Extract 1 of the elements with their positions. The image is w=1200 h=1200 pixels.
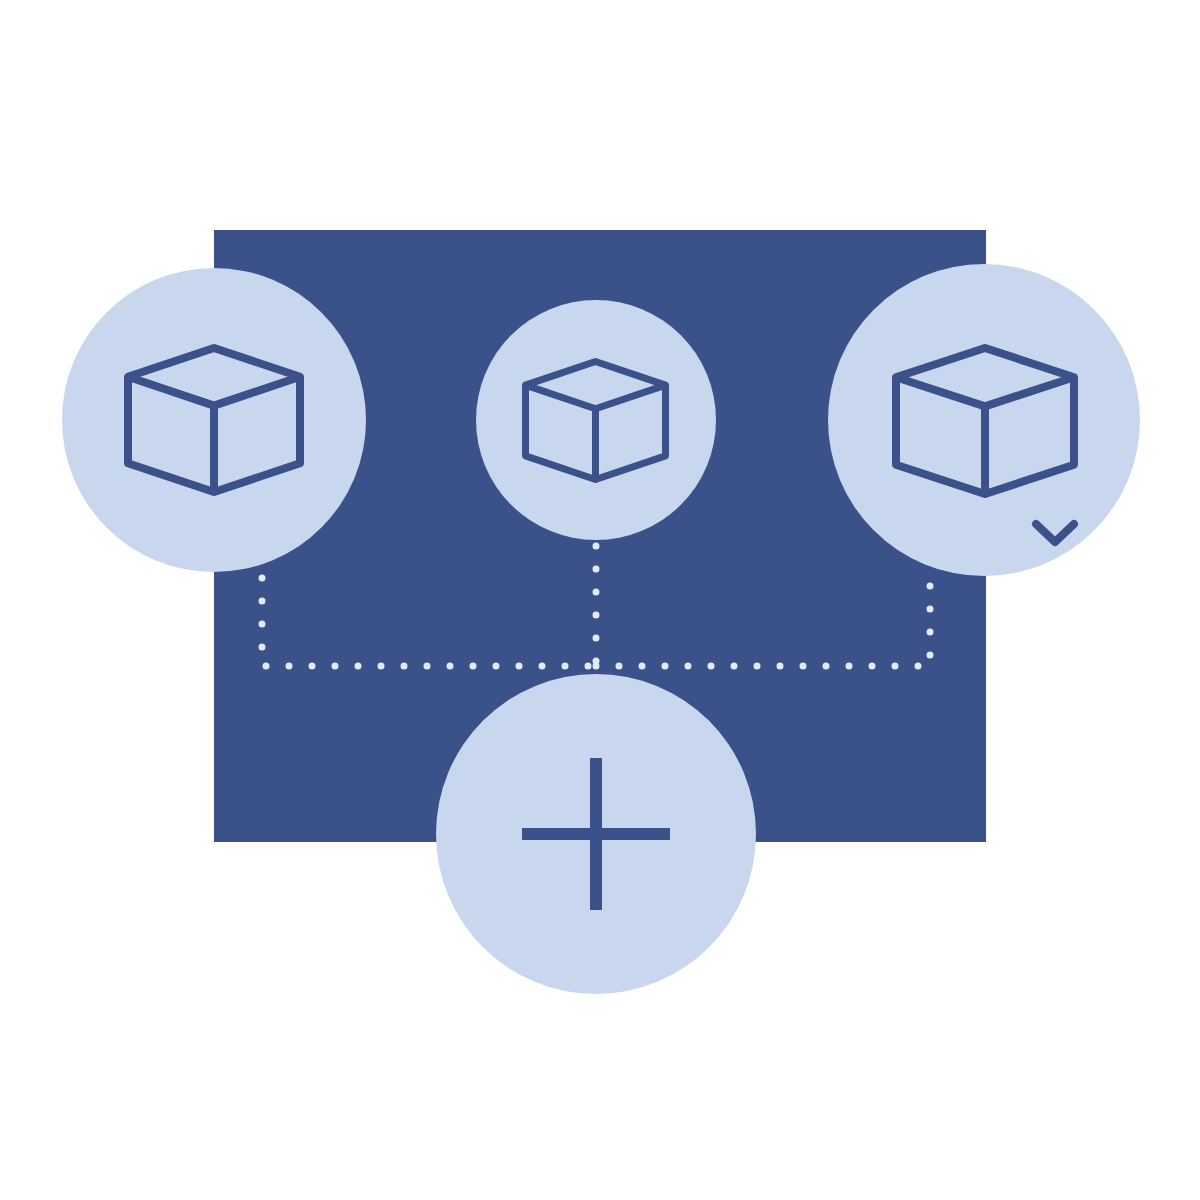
dotted-connector [592,578,934,670]
